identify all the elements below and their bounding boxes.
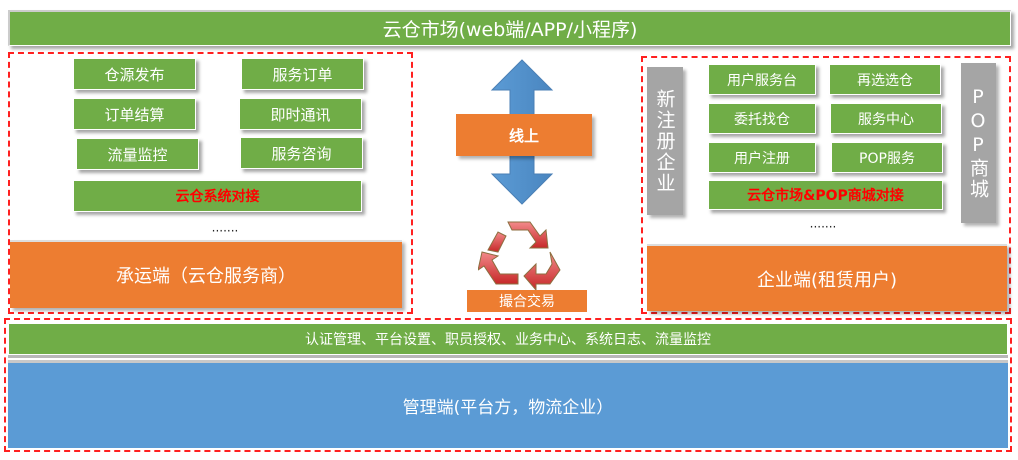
- enterprise-feature-1[interactable]: 再选选仓: [829, 64, 941, 95]
- enterprise-feature-2[interactable]: 委托找仓: [708, 103, 816, 134]
- pop-mall-label-block: POP商城: [961, 63, 996, 223]
- admin-label: 管理端(平台方，物流企业）: [402, 398, 614, 418]
- match-label: 撮合交易: [499, 294, 555, 310]
- enterprise-feature-5[interactable]: POP服务: [831, 142, 943, 173]
- enterprise-feature-4[interactable]: 用户注册: [708, 142, 816, 173]
- carrier-label-block: 承运端（云仓服务商）: [10, 240, 402, 308]
- carrier-feature-5[interactable]: 服务咨询: [240, 137, 363, 169]
- enterprise-feature-0[interactable]: 用户服务台: [708, 64, 816, 95]
- carrier-feature-3[interactable]: 即时通讯: [239, 98, 362, 130]
- enterprise-feature-3[interactable]: 服务中心: [830, 103, 942, 134]
- pop-mall-label: POP商城: [967, 86, 989, 200]
- carrier-label: 承运端（云仓服务商）: [116, 266, 296, 287]
- admin-label-block: 管理端(平台方，物流企业）: [8, 360, 1008, 448]
- admin-functions-bar: 认证管理、平台设置、职员授权、业务中心、系统日志、流量监控: [8, 323, 1008, 355]
- carrier-feature-0[interactable]: 仓源发布: [73, 58, 196, 90]
- carrier-feature-4[interactable]: 流量监控: [76, 138, 199, 170]
- online-box: 线上: [456, 114, 592, 156]
- admin-section: [4, 318, 1012, 452]
- enterprise-ellipsis: ·······: [809, 220, 837, 234]
- enterprise-section: [641, 56, 1011, 314]
- new-enterprise-label: 新注册企业: [653, 88, 676, 194]
- recycle-icon: [478, 221, 561, 290]
- header-bar: 云仓市场(web端/APP/小程序): [8, 10, 1011, 46]
- enterprise-integration[interactable]: 云仓市场&POP商城对接: [708, 180, 943, 210]
- match-box: 撮合交易: [467, 290, 587, 312]
- carrier-feature-2[interactable]: 订单结算: [73, 98, 196, 130]
- enterprise-label: 企业端(租赁用户): [756, 269, 898, 291]
- carrier-feature-1[interactable]: 服务订单: [241, 58, 364, 90]
- header-title: 云仓市场(web端/APP/小程序): [382, 19, 638, 41]
- online-label: 线上: [508, 126, 539, 145]
- enterprise-label-block: 企业端(租赁用户): [647, 244, 1007, 311]
- new-enterprise-label-block: 新注册企业: [647, 67, 683, 215]
- admin-functions: 认证管理、平台设置、职员授权、业务中心、系统日志、流量监控: [305, 332, 711, 348]
- carrier-ellipsis: ·······: [211, 224, 239, 238]
- carrier-section: [8, 52, 413, 314]
- carrier-integration[interactable]: 云仓系统对接: [73, 180, 362, 212]
